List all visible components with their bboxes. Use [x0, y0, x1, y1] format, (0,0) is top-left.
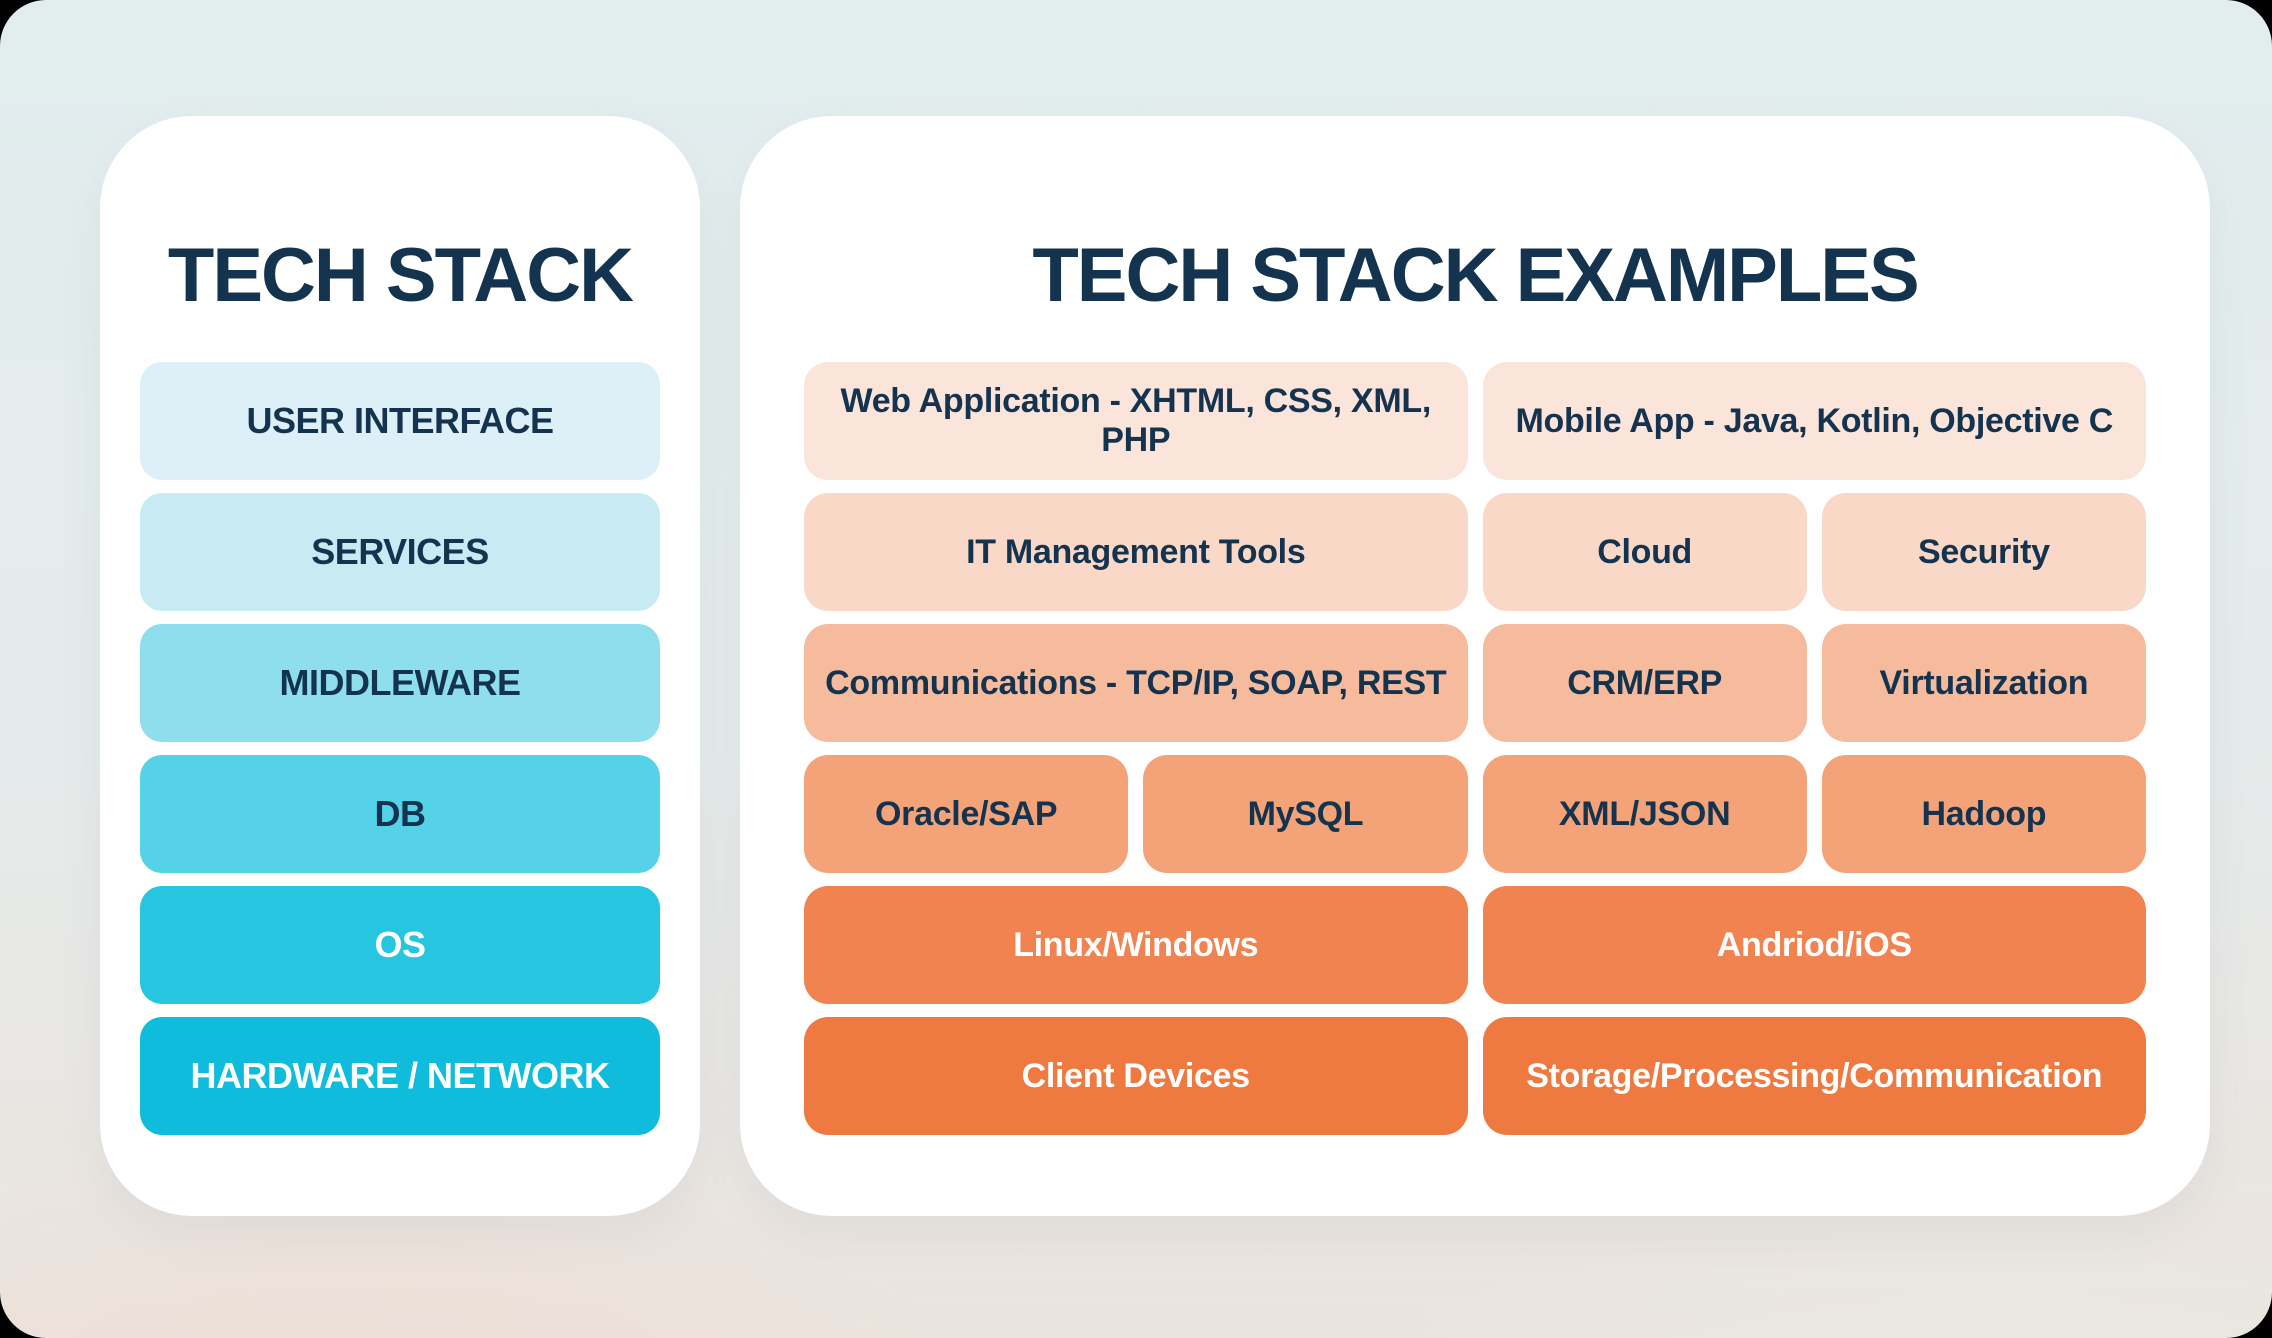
- example-crm-erp: CRM/ERP: [1482, 624, 1807, 742]
- stack-layer-os: OS: [140, 886, 660, 1004]
- tech-stack-panel: TECH STACK USER INTERFACE SERVICES MIDDL…: [100, 116, 700, 1216]
- stack-layer-user-interface: USER INTERFACE: [140, 362, 660, 480]
- stack-layer-services: SERVICES: [140, 493, 660, 611]
- stack-layer-middleware: MIDDLEWARE: [140, 624, 660, 742]
- example-linux-windows: Linux/Windows: [804, 886, 1468, 1004]
- example-web-application: Web Application - XHTML, CSS, XML, PHP: [804, 362, 1468, 480]
- example-it-management-tools: IT Management Tools: [804, 493, 1468, 611]
- stack-layer-hardware-network: HARDWARE / NETWORK: [140, 1017, 660, 1135]
- tech-stack-examples-panel: TECH STACK EXAMPLES Web Application - XH…: [740, 116, 2210, 1216]
- example-android-ios: Andriod/iOS: [1482, 886, 2146, 1004]
- example-security: Security: [1821, 493, 2146, 611]
- example-communications: Communications - TCP/IP, SOAP, REST: [804, 624, 1468, 742]
- example-oracle-sap: Oracle/SAP: [804, 755, 1129, 873]
- example-mysql: MySQL: [1143, 755, 1468, 873]
- example-storage-processing-communication: Storage/Processing/Communication: [1482, 1017, 2146, 1135]
- tech-stack-layers: USER INTERFACE SERVICES MIDDLEWARE DB OS…: [140, 362, 660, 1135]
- example-mobile-app: Mobile App - Java, Kotlin, Objective C: [1482, 362, 2146, 480]
- example-hadoop: Hadoop: [1821, 755, 2146, 873]
- tech-stack-examples-title: TECH STACK EXAMPLES: [1032, 233, 1919, 318]
- example-virtualization: Virtualization: [1821, 624, 2146, 742]
- stack-layer-db: DB: [140, 755, 660, 873]
- example-client-devices: Client Devices: [804, 1017, 1468, 1135]
- examples-grid: Web Application - XHTML, CSS, XML, PHP M…: [804, 362, 2146, 1135]
- tech-stack-title: TECH STACK: [167, 233, 634, 318]
- example-xml-json: XML/JSON: [1482, 755, 1807, 873]
- example-cloud: Cloud: [1482, 493, 1807, 611]
